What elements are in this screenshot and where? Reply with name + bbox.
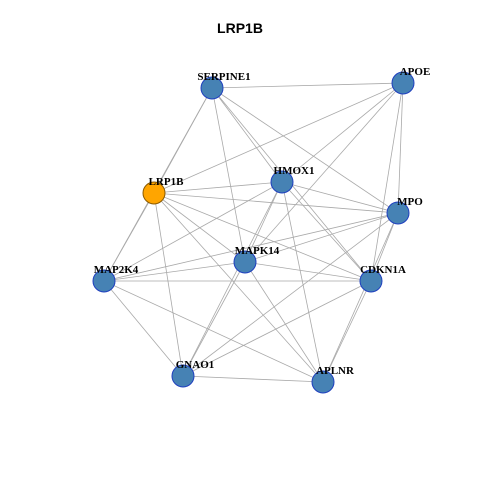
edge-mapk14-cdkn1a (244, 261, 372, 282)
edge-lrp1b-gnao1 (153, 192, 184, 377)
node-label-apoe: APOE (400, 66, 431, 78)
edge-hmox1-map2k4 (103, 181, 283, 282)
node-serpine1[interactable] (200, 76, 224, 100)
edge-hmox1-aplnr (281, 181, 324, 383)
node-lrp1b[interactable] (142, 181, 166, 205)
edge-mpo-map2k4 (103, 212, 399, 282)
node-label-cdkn1a: CDKN1A (360, 264, 406, 276)
node-aplnr[interactable] (311, 370, 335, 394)
node-layer (92, 71, 415, 394)
node-hmox1[interactable] (270, 170, 294, 194)
edge-mapk14-map2k4 (103, 261, 246, 282)
edge-serpine1-mapk14 (211, 87, 246, 263)
edge-apoe-cdkn1a (370, 82, 404, 282)
node-label-gnao1: GNAO1 (176, 359, 215, 371)
edge-mpo-aplnr (322, 212, 399, 383)
edge-cdkn1a-gnao1 (182, 280, 372, 377)
edge-gnao1-aplnr (182, 375, 324, 383)
edge-mapk14-aplnr (244, 261, 324, 383)
edge-serpine1-apoe (211, 82, 404, 89)
node-label-aplnr: APLNR (316, 365, 355, 377)
edge-lrp1b-hmox1 (153, 181, 283, 194)
edge-hmox1-mapk14 (244, 181, 283, 263)
edge-layer (103, 82, 404, 383)
node-apoe[interactable] (391, 71, 415, 95)
edge-mpo-mapk14 (244, 212, 399, 263)
edge-apoe-lrp1b (153, 82, 404, 194)
edge-apoe-hmox1 (281, 82, 404, 183)
edge-map2k4-aplnr (103, 280, 324, 383)
node-label-lrp1b: LRP1B (149, 176, 185, 188)
edge-map2k4-gnao1 (103, 280, 184, 377)
node-label-hmox1: HMOX1 (274, 165, 315, 177)
node-label-mapk14: MAPK14 (235, 245, 280, 257)
edge-lrp1b-mpo (153, 192, 399, 214)
edge-cdkn1a-aplnr (322, 280, 372, 383)
node-label-serpine1: SERPINE1 (197, 71, 250, 83)
edge-mpo-gnao1 (182, 212, 399, 377)
node-mapk14[interactable] (233, 250, 257, 274)
edge-hmox1-gnao1 (182, 181, 283, 377)
edge-serpine1-mpo (211, 87, 399, 214)
diagram-title: LRP1B (217, 20, 263, 36)
edge-lrp1b-map2k4 (103, 192, 155, 282)
edge-hmox1-mpo (281, 181, 399, 214)
node-cdkn1a[interactable] (359, 269, 383, 293)
node-map2k4[interactable] (92, 269, 116, 293)
edge-hmox1-cdkn1a (281, 181, 372, 282)
node-gnao1[interactable] (171, 364, 195, 388)
edge-lrp1b-aplnr (153, 192, 324, 383)
node-label-map2k4: MAP2K4 (94, 264, 139, 276)
node-mpo[interactable] (386, 201, 410, 225)
node-label-mpo: MPO (397, 196, 423, 208)
edge-lrp1b-cdkn1a (153, 192, 372, 282)
edge-mpo-cdkn1a (370, 212, 399, 282)
edge-apoe-mapk14 (244, 82, 404, 263)
edge-serpine1-hmox1 (211, 87, 283, 183)
edge-apoe-mpo (397, 82, 404, 214)
